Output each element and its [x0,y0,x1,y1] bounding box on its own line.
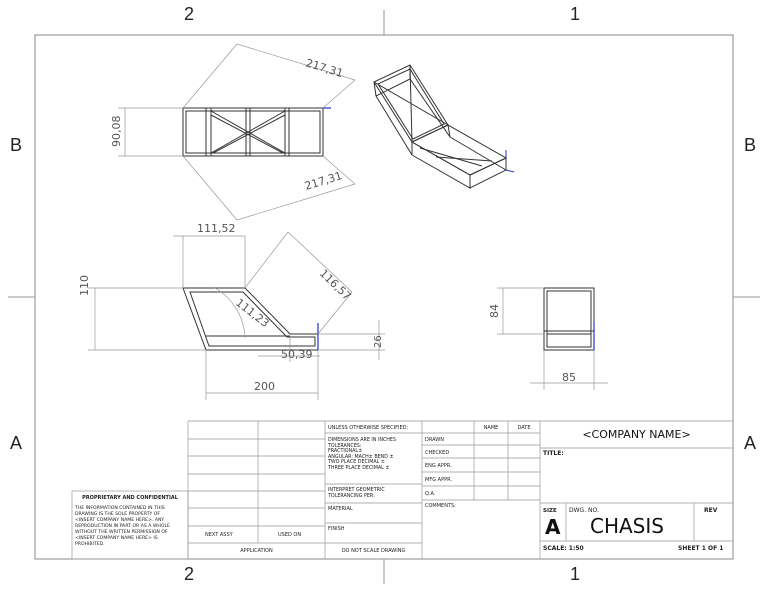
rev-label: REV [704,507,718,514]
dim-front-slope: 116,57 [317,267,354,303]
size-label: SIZE [543,508,557,514]
do-not-scale-label: DO NOT SCALE DRAWING [341,548,406,554]
unless-specified-label: UNLESS OTHERWISE SPECIFIED: [328,425,409,431]
row-qa: Q.A. [425,491,436,497]
dim-front-inner-width: 50,39 [281,348,313,361]
sheet-border [34,34,734,560]
date-header: DATE [517,425,531,431]
zone-marker-top-2: 2 [184,4,195,24]
zone-marker-left-a: A [10,433,23,453]
scale-label: SCALE: 1:50 [543,545,584,552]
zone-marker-bottom-1: 1 [570,564,581,584]
zone-marker-left-b: B [10,135,23,155]
title-label: TITLE: [543,450,564,457]
zone-marker-right-a: A [744,433,757,453]
material-label: MATERIAL [328,506,353,512]
dim-side-height: 84 [488,304,501,318]
top-view [182,107,324,157]
next-assy-label: NEXT ASSY [205,532,233,538]
interpret-label: INTERPRET GEOMETRIC TOLERANCING PER: [328,488,385,499]
row-mfg-appr: MFG APPR. [425,477,452,483]
application-label: APPLICATION [240,548,273,554]
row-drawn: DRAWN [425,437,444,443]
size-value: A [545,515,561,539]
dim-front-base-width: 200 [254,380,275,393]
side-view-dimensions [497,287,608,390]
company-name: <COMPANY NAME> [582,428,691,441]
zone-marker-right-b: B [744,135,757,155]
dim-side-width: 85 [562,371,576,384]
row-eng-appr: ENG APPR. [425,463,452,469]
isometric-view [373,64,508,189]
dim-top-diag-upper: 217,31 [304,56,345,80]
front-view-dimensions [88,231,385,400]
row-comments: COMMENTS: [425,503,456,509]
dwg-no-label: DWG. NO. [569,507,599,514]
dim-front-small-height: 26 [373,335,384,348]
tolerances-note: DIMENSIONS ARE IN INCHES TOLERANCES: FRA… [328,438,396,471]
zone-marker-bottom-2: 2 [184,564,195,584]
dim-front-height: 110 [78,275,91,296]
finish-label: FINISH [328,526,345,532]
proprietary-title: PROPRIETARY AND CONFIDENTIAL [82,495,178,501]
top-view-dimensions [118,43,356,221]
proprietary-text: THE INFORMATION CONTAINED IN THIS DRAWIN… [75,506,170,547]
drawing-title: CHASIS [590,514,664,538]
sheet-label: SHEET 1 OF 1 [678,545,724,552]
zone-marker-top-1: 1 [570,4,581,24]
row-checked: CHECKED [425,450,450,456]
dim-top-height: 90,08 [110,116,123,148]
side-view [543,287,595,351]
dim-front-top-width: 111,52 [197,222,236,235]
title-block-grid [71,420,733,560]
name-header: NAME [483,425,499,431]
used-on-label: USED ON [278,532,302,538]
